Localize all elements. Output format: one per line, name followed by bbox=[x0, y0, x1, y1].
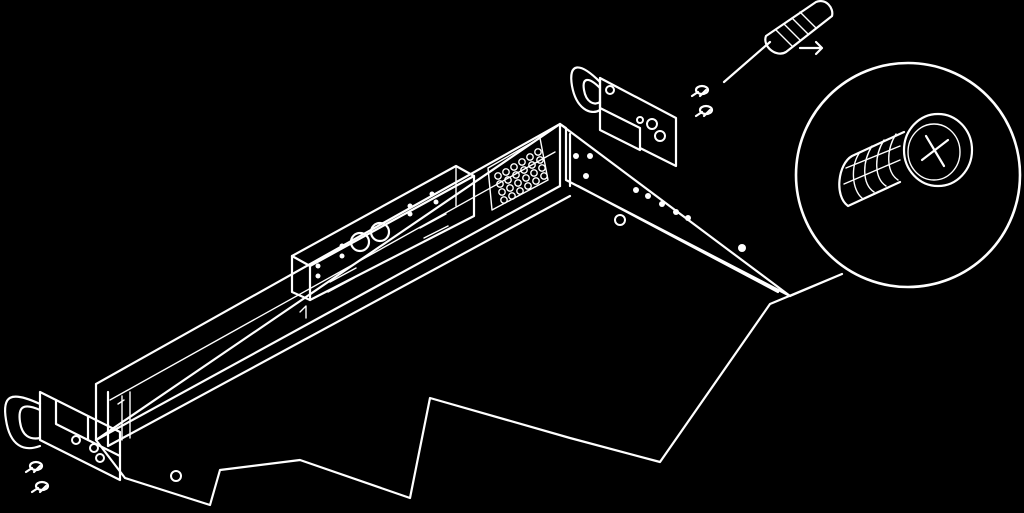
vent-grille bbox=[487, 137, 549, 211]
screw-closeup bbox=[838, 112, 974, 208]
connector-port-1 bbox=[349, 231, 371, 253]
screwdriver-shaft bbox=[722, 40, 772, 84]
right-rack-ear-bracket bbox=[570, 66, 678, 168]
chassis-screw-hole bbox=[614, 214, 626, 226]
chassis-front-rail bbox=[94, 122, 572, 448]
phillips-cross-icon bbox=[920, 134, 950, 168]
screwdriver-handle bbox=[764, 0, 834, 55]
panel-indicator-dots bbox=[315, 191, 439, 279]
phillips-screwdriver bbox=[722, 0, 834, 84]
front-panel-module bbox=[290, 164, 476, 302]
chassis-rail-detail bbox=[109, 151, 556, 441]
left-mounting-screws bbox=[24, 460, 50, 494]
right-mounting-screws bbox=[690, 84, 714, 118]
left-rack-ear-bracket bbox=[4, 390, 122, 482]
chassis-end-face bbox=[558, 122, 792, 298]
connector-port-2 bbox=[369, 221, 391, 243]
rotation-arrow-icon bbox=[798, 40, 824, 56]
screw-detail-magnifier bbox=[794, 61, 1022, 289]
chassis-latch bbox=[299, 305, 307, 319]
rack-chassis bbox=[94, 122, 844, 507]
left-handle bbox=[4, 395, 42, 450]
chassis-screw-hole-front bbox=[170, 470, 182, 482]
right-handle bbox=[570, 66, 602, 113]
chassis-end-holes bbox=[573, 153, 746, 252]
chassis-top-face bbox=[94, 122, 844, 507]
